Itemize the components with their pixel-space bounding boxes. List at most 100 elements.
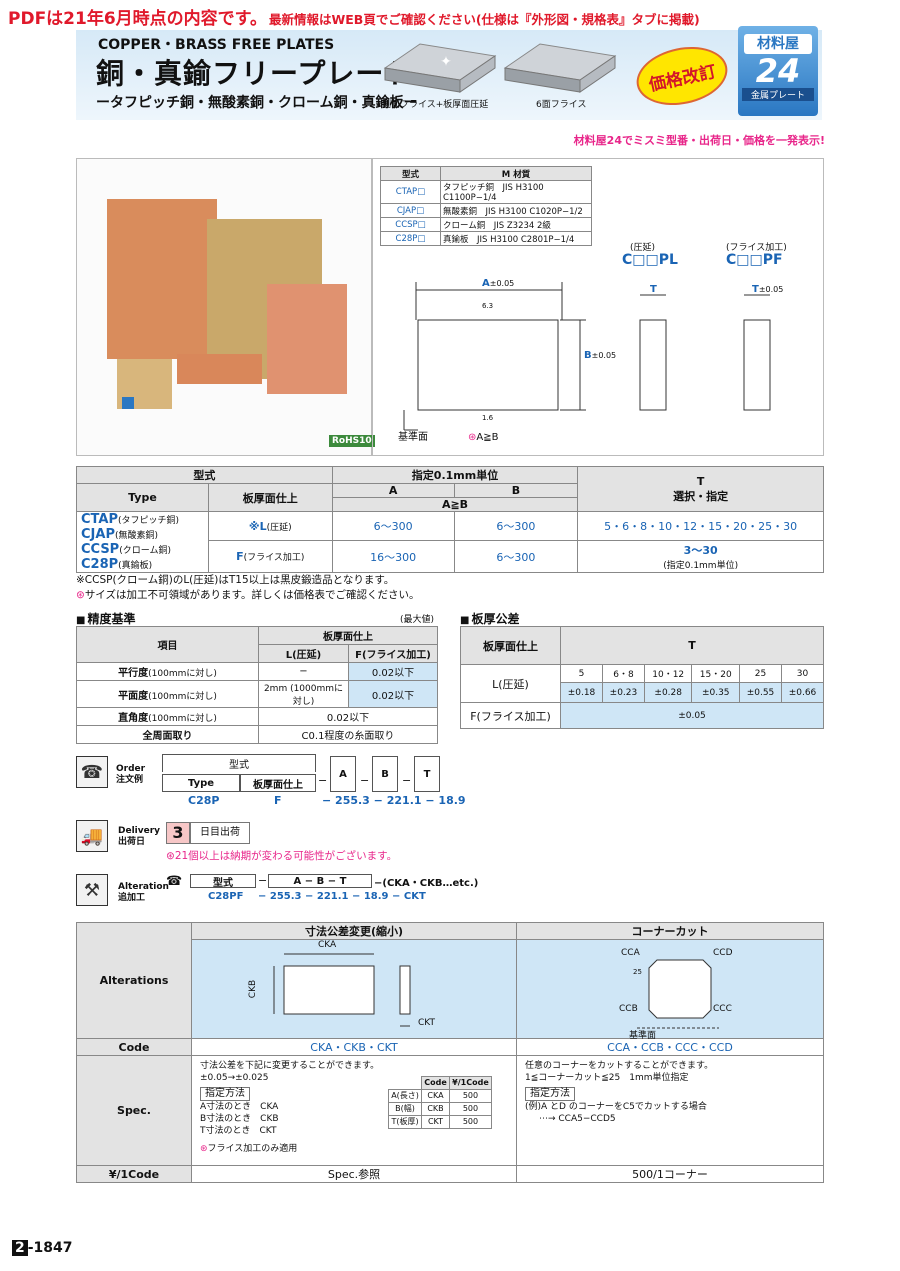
order-v-b: 221.1 <box>386 794 422 807</box>
alt-col1-code: CKA・CKB・CKT <box>191 1038 517 1056</box>
dim-a-label: A <box>482 278 490 289</box>
acc-h-l: L(圧延) <box>258 644 349 663</box>
spec2-method: 指定方法 <box>525 1087 575 1101</box>
acc-merged: C0.1程度の糸面取り <box>258 725 438 744</box>
spec-h-a: A <box>331 483 455 498</box>
finish-note: (圧延) <box>266 522 292 533</box>
acc-item-note: (100mmに対し) <box>148 691 217 702</box>
alt-dash: − <box>258 874 268 887</box>
rohs-badge: RoHS10 <box>329 435 375 447</box>
spec2-line2: 1≦コーナーカット≦25 1mm単位指定 <box>525 1073 689 1083</box>
notice-bar: PDFは21年6月時点の内容です。 最新情報はWEB頁でご確認ください(仕様は『… <box>8 4 898 29</box>
spec-type-item: C28P(真鍮板) <box>81 557 206 572</box>
ck-diagram <box>273 953 411 1027</box>
alteration-label-jp: 追加工 <box>118 893 146 903</box>
spec-h-t-sub: 選択・指定 <box>673 489 729 503</box>
tol-f-val: ±0.05 <box>560 702 824 729</box>
notice-sub: 最新情報はWEB頁でご確認ください(仕様は『外形図・規格表』タブに掲載) <box>268 12 700 27</box>
alt-row-price: ¥/1Code <box>76 1165 192 1183</box>
tol-l-val: ±0.23 <box>601 682 645 703</box>
cc-diagram <box>637 959 719 1029</box>
tol-l-val: ±0.35 <box>691 682 740 703</box>
acc-merged: 0.02以下 <box>258 707 438 726</box>
roughness-1-6: 1.6 <box>482 414 494 422</box>
alt-col1-price: Spec.参照 <box>191 1165 517 1183</box>
tol-col: 10・12 <box>643 664 693 683</box>
materials-type: CCSP□ <box>380 217 441 232</box>
accuracy-table: 項目 板厚面仕上 L(圧延) F(フライス加工) 平行度(100mmに対し) −… <box>76 626 438 744</box>
acc-f: 0.02以下 <box>348 662 438 681</box>
tol-h-finish: 板厚面仕上 <box>460 626 561 665</box>
tol-f-label: F(フライス加工) <box>460 702 561 729</box>
alterations-table: Alterations 寸法公差変更(縮小) コーナーカット CKA CKB C… <box>76 922 824 1183</box>
spec-b-f: 6〜300 <box>453 540 579 573</box>
spec2-line1: 任意のコーナーをカットすることができます。 <box>525 1061 714 1071</box>
spec2-method-wrap: 指定方法 <box>525 1087 815 1101</box>
d-ccc: CCC <box>713 1004 732 1014</box>
order-label-jp: 注文例 <box>116 775 144 785</box>
materials-material: タフピッチ銅 JIS H3100 C1100P−1/4 <box>440 180 592 204</box>
spec1-m3: T寸法のとき CKT <box>200 1126 277 1136</box>
acc-item: 直角度(100mmに対し) <box>76 707 259 726</box>
order-v-finish: F <box>274 794 282 807</box>
spec-h-b: B <box>453 483 579 498</box>
tol-l-val: ±0.55 <box>739 682 782 703</box>
order-h-t: T <box>414 756 440 792</box>
tol-col: 30 <box>780 664 825 683</box>
dim-t-label: T <box>752 284 759 295</box>
alteration-label-en: Alteration <box>118 882 169 892</box>
page-num: -1847 <box>27 1240 73 1256</box>
alt-col1-spec: 寸法公差を下記に変更することができます。 ±0.05→±0.025 指定方法 A… <box>191 1055 517 1166</box>
d-25: 25 <box>633 968 642 976</box>
label-pl-note: (圧延) <box>630 243 656 253</box>
spec-h-model: 型式 <box>76 466 333 484</box>
mini-label: T(板厚) <box>387 1115 423 1129</box>
mini-h-price: ¥/1Code <box>448 1076 493 1090</box>
spec-finish-f: F(フライス加工) <box>207 540 333 573</box>
condition-label: ⊛A≧B <box>468 432 498 443</box>
spec-t-f: 3〜30(指定0.1mm単位) <box>577 540 824 573</box>
acc-h-f: F(フライス加工) <box>348 644 438 663</box>
spec-h-cond: A≧B <box>331 497 579 512</box>
acc-h-item: 項目 <box>76 626 259 663</box>
alt-row-spec: Spec. <box>76 1055 192 1166</box>
acc-item-note: (100mmに対し) <box>148 669 217 679</box>
acc-item-name: 直角度 <box>118 713 149 724</box>
alt-col1-title: 寸法公差変更(縮小) <box>191 922 517 940</box>
alt-v-code: CKT <box>403 891 426 902</box>
acc-l: 2mm (1000mmに対し) <box>258 680 349 708</box>
order-h-model: 型式 <box>162 754 316 772</box>
tolerance-table: 板厚面仕上 T L(圧延) 5 6・8 10・12 15・20 25 30 ±0… <box>460 626 825 729</box>
materials-header-material: M 材質 <box>440 166 592 181</box>
delivery-label-en: Delivery <box>118 826 161 836</box>
caution-icon: ⊛ <box>200 1144 208 1154</box>
materials-type: CJAP□ <box>380 203 441 218</box>
materials-table: 型式 M 材質 CTAP□タフピッチ銅 JIS H3100 C1100P−1/4… <box>380 166 592 246</box>
type-note: (クローム銅) <box>119 546 171 556</box>
alt-row-code: Code <box>76 1038 192 1056</box>
type-note: (無酸素銅) <box>114 531 158 541</box>
spec-note-1: ※CCSP(クローム銅)のL(圧延)はT15以上は黒皮鍛造品となります。 <box>76 574 395 586</box>
plate-image-2 <box>503 43 617 93</box>
alt-h-extra-text: (CKA・CKB…etc.) <box>382 878 479 889</box>
alt-h-a: A <box>293 875 302 887</box>
label-pf: C□□PF <box>726 252 783 268</box>
mini-code: CKA <box>421 1089 450 1103</box>
tolerance-title: 板厚公差 <box>460 610 519 627</box>
dim-b-label: B <box>584 350 592 361</box>
alt-values: − 255.3 − 221.1 − 18.9 − CKT <box>258 891 426 902</box>
spec1-note: ⊛フライス加工のみ適用 <box>200 1143 508 1155</box>
alteration-phone-icon: ☎ <box>166 874 183 889</box>
acc-item-name: 平面度 <box>118 690 149 702</box>
alt-col2-diagram: CCA CCD CCB CCC 25 基準面 <box>516 939 824 1041</box>
spec-type-item: CJAP(無酸素銅) <box>81 527 206 542</box>
alt-h-extra: −(CKA・CKB…etc.) <box>374 878 479 889</box>
alt-h-t: T <box>339 875 347 887</box>
mini-label: A(長さ) <box>387 1089 423 1103</box>
tol-col: 15・20 <box>691 664 740 683</box>
spec-finish-l: ※L(圧延) <box>207 510 333 542</box>
